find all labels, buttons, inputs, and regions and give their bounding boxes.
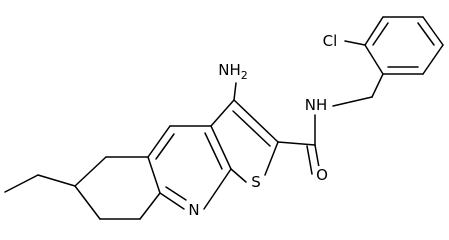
bond-c4a-c8a <box>147 156 161 194</box>
bond-c3-c2-double <box>232 110 271 147</box>
bond-c7a-n <box>203 168 232 210</box>
bond-c3-nh2 <box>233 82 237 101</box>
amide-nh-label: NH <box>305 96 328 114</box>
bond-ar2-cl <box>344 40 366 46</box>
bond-s-c7a <box>230 168 247 183</box>
bond-c6-c5 <box>74 156 107 187</box>
molecule-structure-diagram: NH2 NH O S N Cl <box>4 16 444 220</box>
bond-ar2-ar3 <box>364 16 384 46</box>
carbonyl-oxygen-label: O <box>316 166 328 184</box>
bond-n-c8a-double <box>165 186 187 201</box>
bond-ethyl-ch3-ch2 <box>4 174 39 193</box>
bond-ch2-aryl <box>371 73 384 98</box>
bond-c3a-c7a-double <box>204 132 223 170</box>
atom-labels: NH2 NH O S N Cl <box>186 32 344 219</box>
bond-ethyl-ch2-c6 <box>37 174 76 187</box>
bond-c8-c8a <box>139 192 161 220</box>
bond-ar1-ar2 <box>364 44 384 75</box>
bond-ar5-ar6 <box>422 44 444 75</box>
bond-c3-c2 <box>233 99 279 143</box>
bond-nh-ch2 <box>332 96 373 107</box>
bonds <box>4 16 444 220</box>
bond-c6-c7 <box>74 185 101 220</box>
bond-ar4-ar5 <box>422 16 444 46</box>
bond-n-c8a <box>159 192 185 210</box>
bond-c2-carbonyl-c <box>277 141 316 146</box>
bond-carbonyl-c-o-double <box>306 145 313 175</box>
bond-c3a-c3 <box>210 99 235 127</box>
bond-ar4-ar5-double <box>417 22 435 46</box>
pyridine-nitrogen-label: N <box>188 201 199 219</box>
thiophene-sulfur-label: S <box>251 173 261 191</box>
bond-c3a-c7a <box>210 125 232 170</box>
bond-c2-s <box>264 141 279 176</box>
bond-ar2-ar3-double <box>372 22 389 46</box>
bond-c4a-c4-double <box>155 133 175 160</box>
bond-c4a-c4 <box>147 125 171 158</box>
amino-label: NH2 <box>218 61 248 82</box>
chlorine-label: Cl <box>323 32 338 50</box>
